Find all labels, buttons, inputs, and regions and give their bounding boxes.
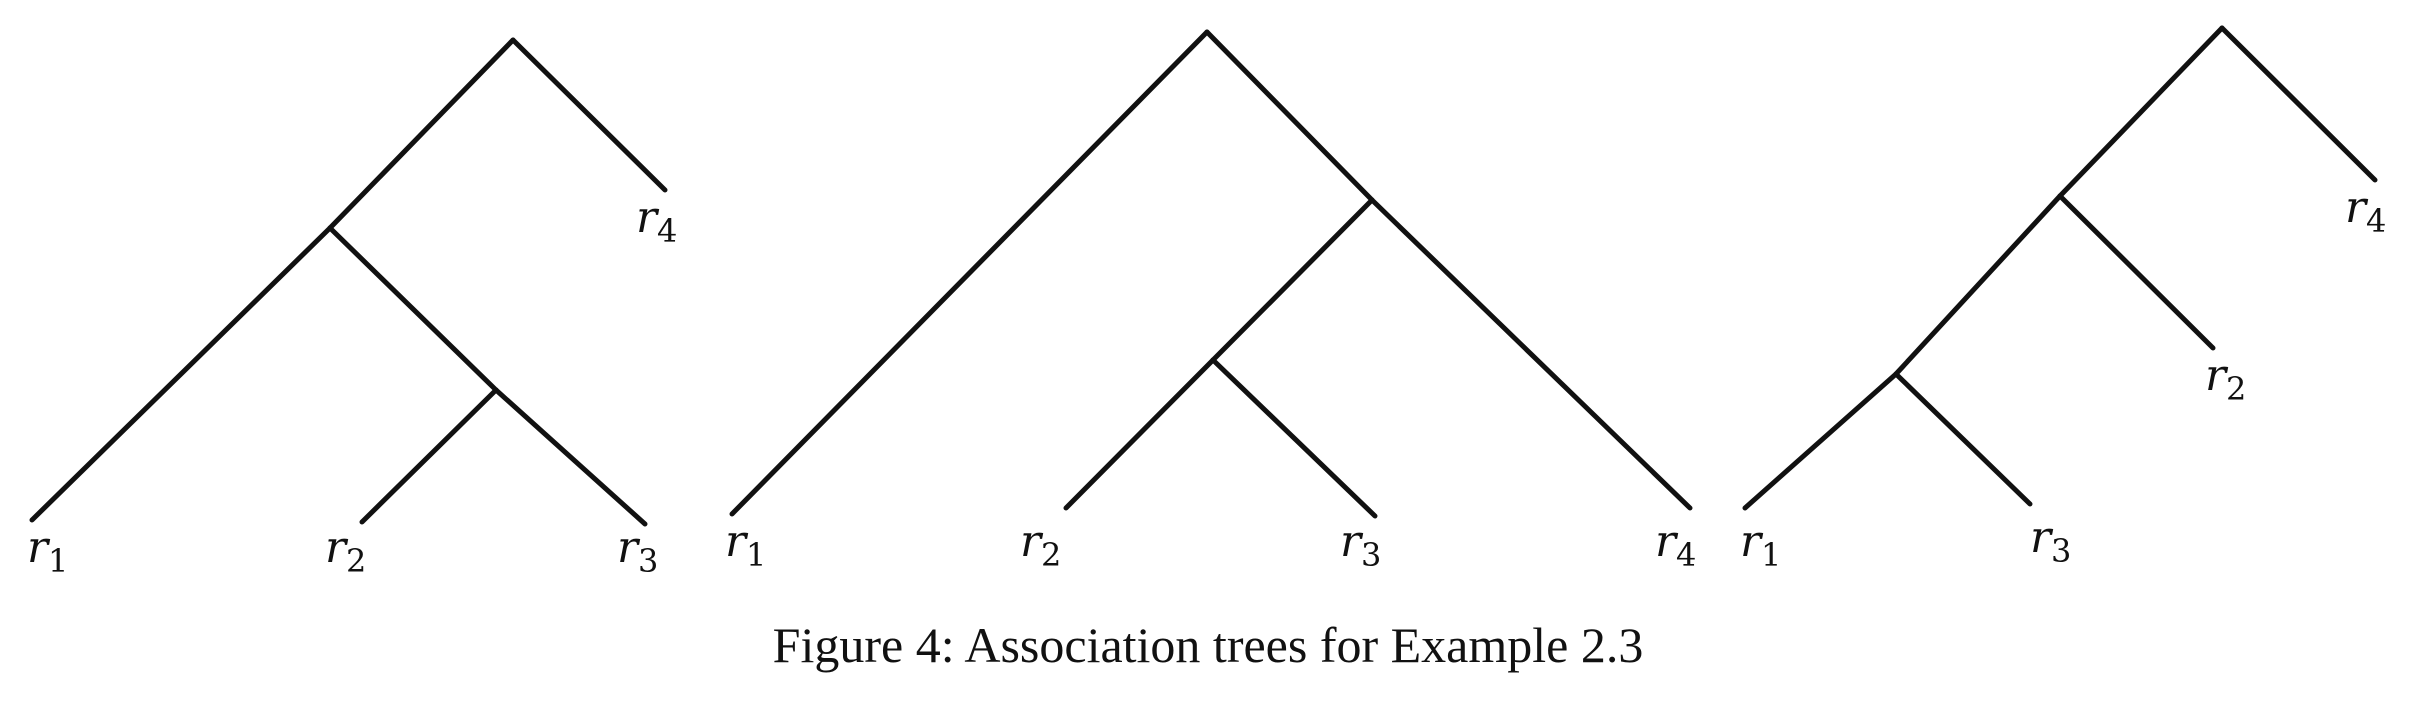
tree-1: r4 r1 r2 r3 xyxy=(27,37,677,580)
tree-2-edge-n1-n2 xyxy=(1210,197,1375,363)
tree-3-leaf-r2: r2 xyxy=(2205,350,2246,408)
tree-1-edge-n1-r1 xyxy=(29,225,333,523)
tree-3-edge-root-r4 xyxy=(2219,25,2378,183)
tree-2-edge-root-r1 xyxy=(729,29,1210,517)
tree-1-edge-n2-r3 xyxy=(493,387,648,527)
tree-3-edge-n2-r1 xyxy=(1742,371,1899,511)
tree-2-edge-n2-r2 xyxy=(1063,357,1216,511)
tree-2-edge-n2-r3 xyxy=(1210,357,1378,519)
tree-1-edge-root-r4 xyxy=(510,37,668,193)
tree-1-edge-root-left xyxy=(327,37,516,231)
tree-2-leaf-r4: r4 xyxy=(1655,516,1696,574)
tree-3-edge-n1-n2 xyxy=(1893,193,2063,377)
tree-1-leaf-r4: r4 xyxy=(636,192,677,250)
tree-1-leaf-r3: r3 xyxy=(617,522,658,580)
tree-3-edge-root-left xyxy=(2057,25,2225,199)
tree-3-edge-n2-r3 xyxy=(1893,371,2033,507)
tree-3-leaf-r3: r3 xyxy=(2030,512,2071,570)
tree-1-edge-n2-r2 xyxy=(359,387,499,525)
tree-2-leaf-r3: r3 xyxy=(1340,516,1381,574)
tree-3-leaf-r1: r1 xyxy=(1740,516,1781,574)
tree-2-leaf-r2: r2 xyxy=(1020,516,1061,574)
tree-2-edge-root-right xyxy=(1204,29,1375,203)
tree-1-leaf-r2: r2 xyxy=(325,522,366,580)
tree-2-edge-n1-r4 xyxy=(1369,197,1693,511)
tree-2-leaf-r1: r1 xyxy=(725,516,766,574)
tree-2: r1 r2 r3 r4 xyxy=(725,29,1696,574)
tree-3-edge-n1-r2 xyxy=(2057,193,2216,351)
tree-3: r4 r2 r1 r3 xyxy=(1740,25,2386,574)
figure-caption: Figure 4: Association trees for Example … xyxy=(772,617,1644,673)
tree-1-leaf-r1: r1 xyxy=(27,522,68,580)
tree-3-leaf-r4: r4 xyxy=(2345,182,2386,240)
tree-1-edge-n1-n2 xyxy=(327,225,499,393)
